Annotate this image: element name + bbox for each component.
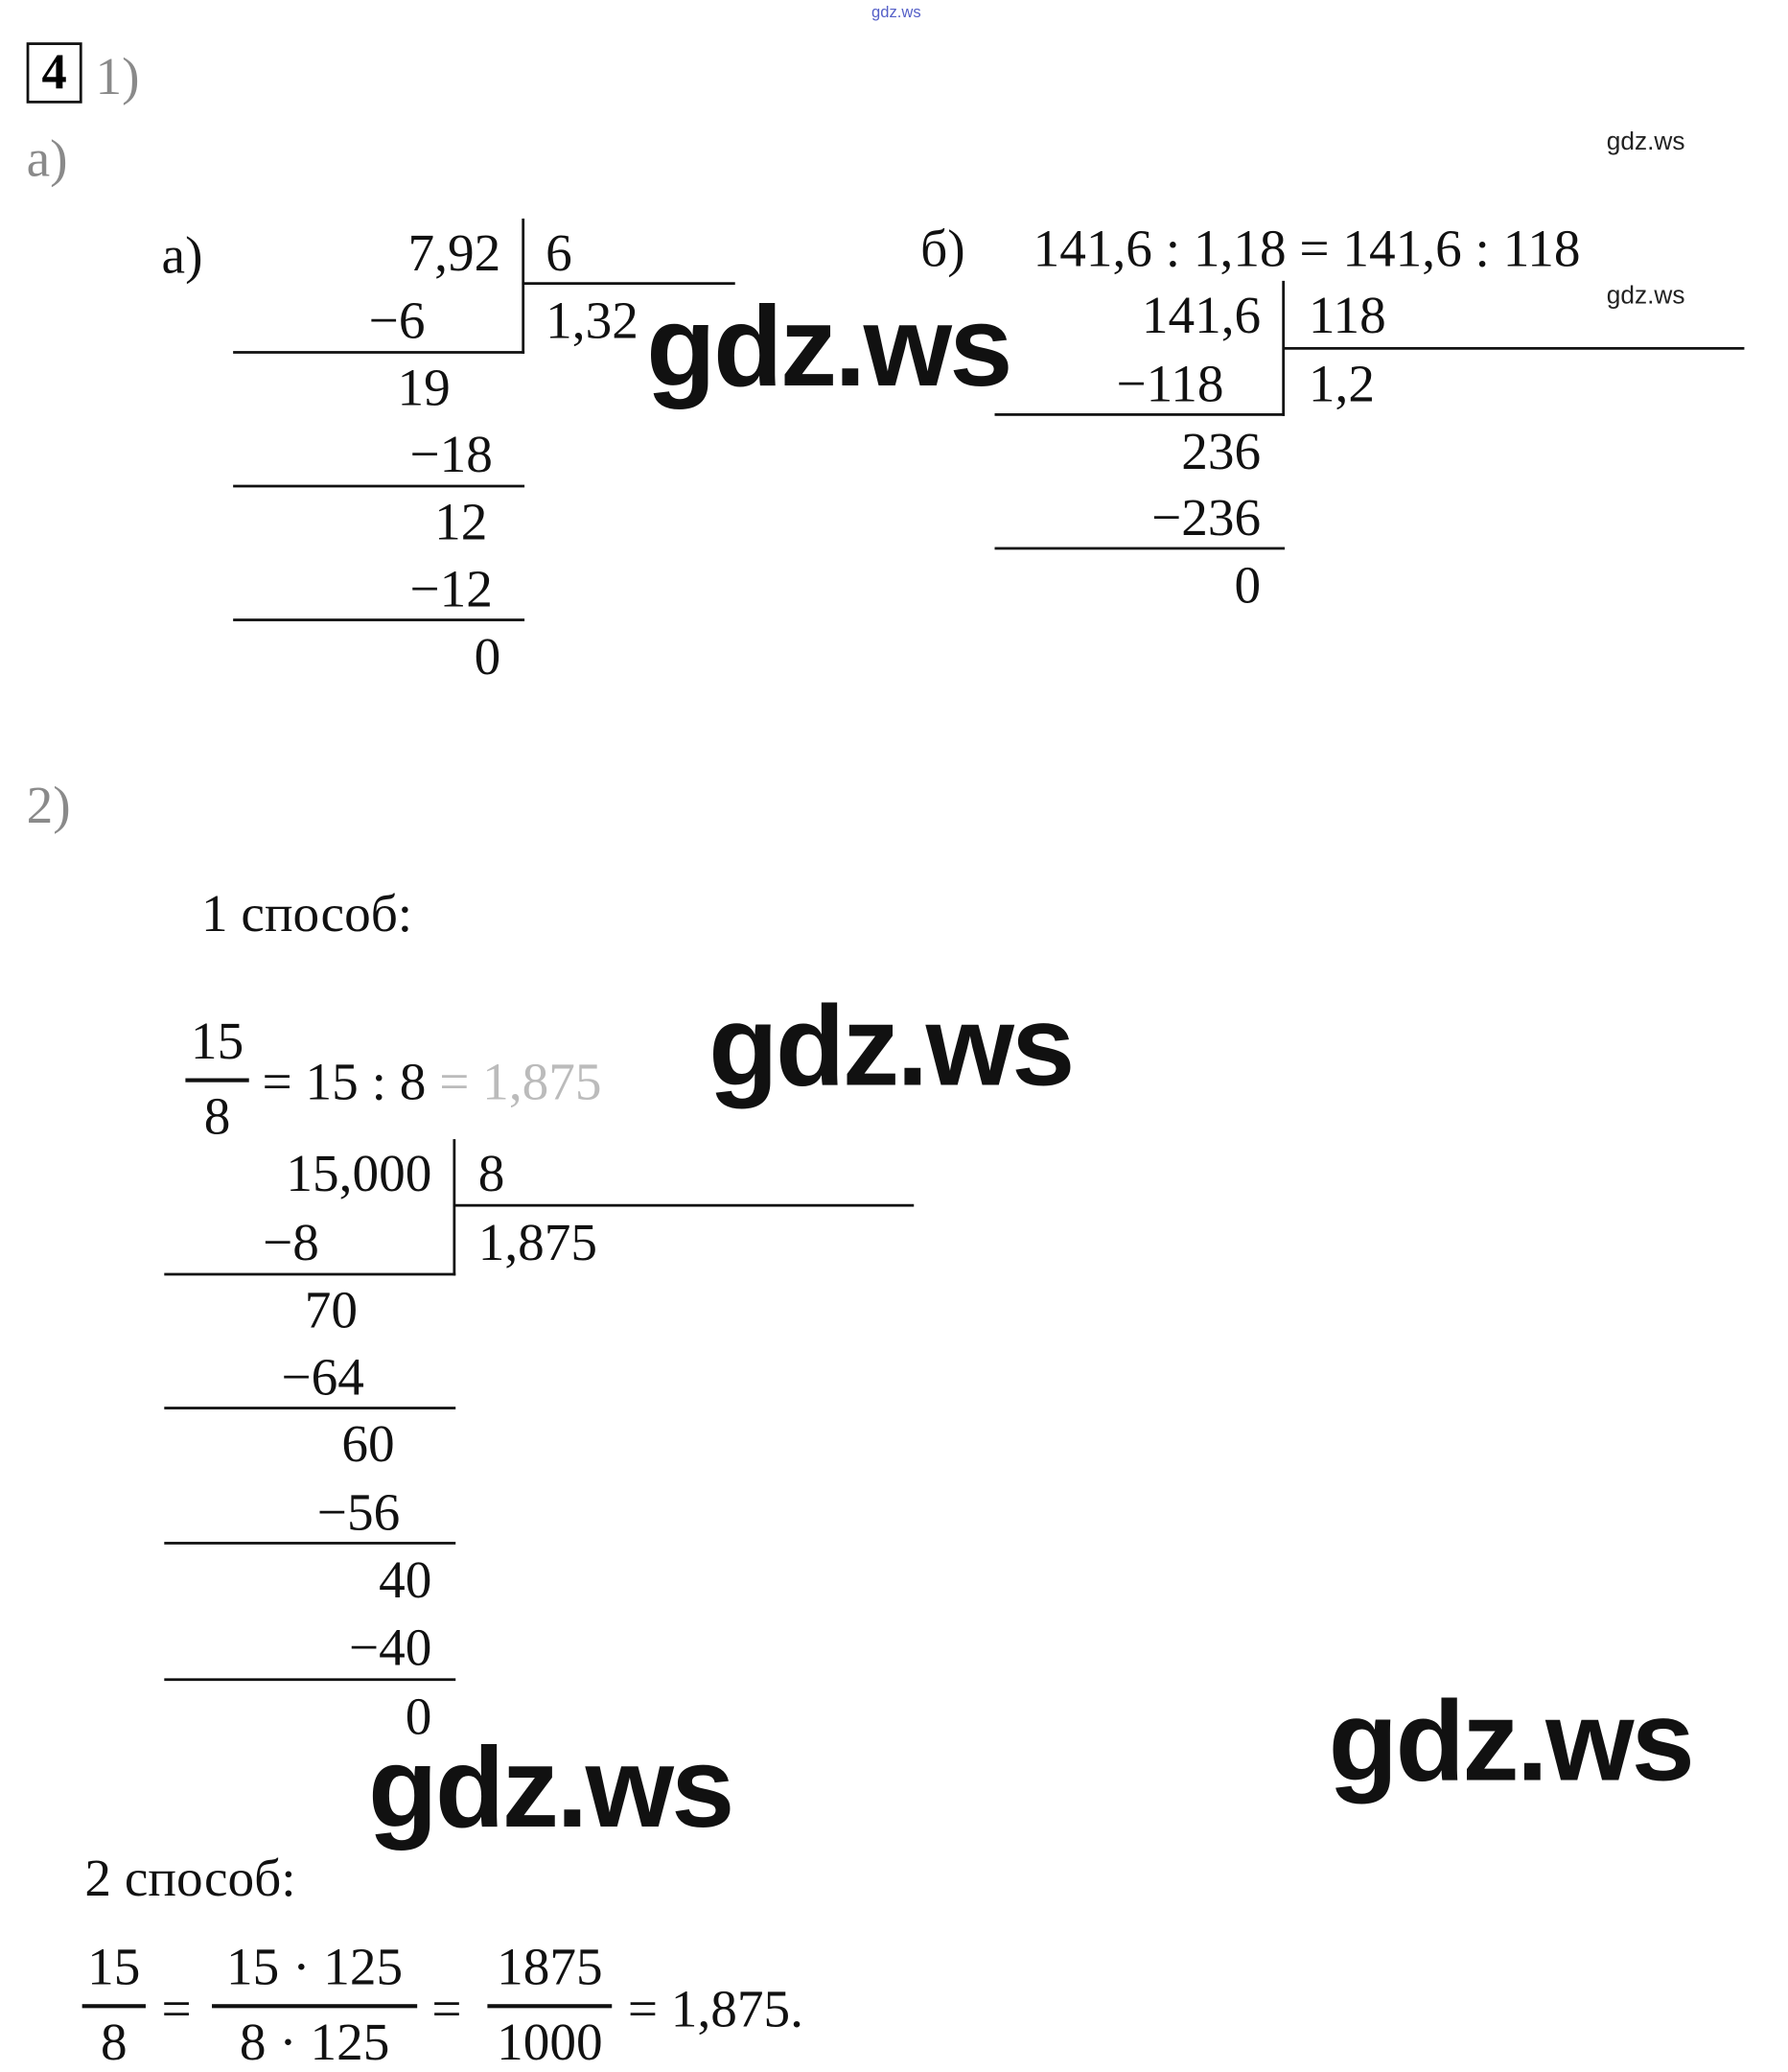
numerator: 15 · 125 xyxy=(225,1936,404,1996)
step: 70 xyxy=(304,1279,359,1339)
denominator: 8 xyxy=(203,1085,231,1146)
step-line xyxy=(164,1407,456,1409)
step: −8 xyxy=(263,1212,319,1272)
step-line xyxy=(233,351,525,354)
step-line xyxy=(994,547,1286,550)
quotient: 1,2 xyxy=(1308,353,1375,414)
method2-title: 2 способ: xyxy=(84,1848,296,1908)
step-line xyxy=(164,1678,456,1682)
method1-title: 1 способ: xyxy=(200,883,413,943)
watermark-small: gdz.ws xyxy=(1606,128,1685,157)
denominator: 8 xyxy=(100,2012,128,2072)
quotient: 1,875 xyxy=(477,1212,598,1272)
equals-sign: = xyxy=(431,1978,462,2039)
step: 60 xyxy=(341,1413,395,1474)
quotient: 1,32 xyxy=(546,290,639,350)
step-line xyxy=(164,1272,456,1276)
denominator: 1000 xyxy=(497,2012,603,2072)
part-b-equation: 141,6 : 1,18 = 141,6 : 118 xyxy=(1033,218,1581,279)
equation-main: = 15 : 8 xyxy=(262,1051,440,1112)
dividend: 15,000 xyxy=(286,1143,432,1203)
denominator: 8 · 125 xyxy=(239,2012,390,2072)
fraction: 15 · 125 8 · 125 xyxy=(212,1936,418,2072)
fraction-bar xyxy=(81,2004,146,2009)
watermark-large: gdz.ws xyxy=(646,283,1012,411)
division-vertical-line xyxy=(453,1139,456,1276)
step: −236 xyxy=(1151,487,1262,547)
watermark-large: gdz.ws xyxy=(708,983,1075,1110)
step: −56 xyxy=(316,1481,401,1543)
step: −64 xyxy=(281,1346,364,1408)
fraction-bar xyxy=(212,2004,418,2009)
step-line xyxy=(164,1542,456,1545)
divisor: 6 xyxy=(546,222,572,283)
fraction: 15 8 xyxy=(81,1936,146,2072)
method1-equation: = 15 : 8 = 1,875 xyxy=(263,1055,602,1108)
step-line xyxy=(994,413,1286,416)
numerator: 15 xyxy=(190,1011,244,1071)
numerator: 1875 xyxy=(497,1936,603,1996)
division-vertical-line xyxy=(522,218,525,354)
step: −40 xyxy=(348,1617,432,1677)
step-line xyxy=(233,618,525,621)
step: 0 xyxy=(474,626,501,687)
step: 0 xyxy=(405,1686,432,1746)
divisor: 118 xyxy=(1308,285,1386,345)
fraction-15-8: 15 8 xyxy=(185,1011,249,1146)
division-divisor-line xyxy=(522,282,735,286)
part-b-label: б) xyxy=(920,218,965,279)
fraction-bar xyxy=(185,1078,249,1083)
step-line xyxy=(233,484,525,488)
task-number-box: 4 xyxy=(26,42,82,104)
step: −12 xyxy=(409,558,493,619)
part2-label: 2) xyxy=(26,775,71,835)
division-divisor-line xyxy=(1283,346,1745,350)
watermark-small: gdz.ws xyxy=(1606,282,1685,311)
divisor: 8 xyxy=(477,1143,505,1203)
step: 40 xyxy=(379,1549,432,1610)
fraction-bar xyxy=(487,2004,613,2009)
numerator: 15 xyxy=(87,1936,141,1996)
step: 236 xyxy=(1181,421,1262,481)
step: 0 xyxy=(1234,554,1262,616)
watermark-large: gdz.ws xyxy=(1328,1678,1695,1805)
dividend: 7,92 xyxy=(407,222,501,283)
equals-sign: = xyxy=(161,1978,192,2039)
step: 12 xyxy=(434,491,488,551)
equation-faded: = 1,875 xyxy=(439,1051,602,1112)
watermark-top: gdz.ws xyxy=(871,2,921,22)
step: −18 xyxy=(409,424,493,484)
step: 19 xyxy=(397,358,451,418)
part-a-label: а) xyxy=(161,224,203,286)
sub-a-label: а) xyxy=(26,128,68,189)
fraction: 1875 1000 xyxy=(487,1936,613,2072)
part1-label: 1) xyxy=(95,46,140,106)
step: −6 xyxy=(368,290,426,350)
division-divisor-line xyxy=(453,1203,915,1207)
step: −118 xyxy=(1116,353,1224,414)
watermark-large: gdz.ws xyxy=(368,1724,734,1852)
result: = 1,875. xyxy=(627,1978,803,2039)
dividend: 141,6 xyxy=(1141,285,1262,345)
